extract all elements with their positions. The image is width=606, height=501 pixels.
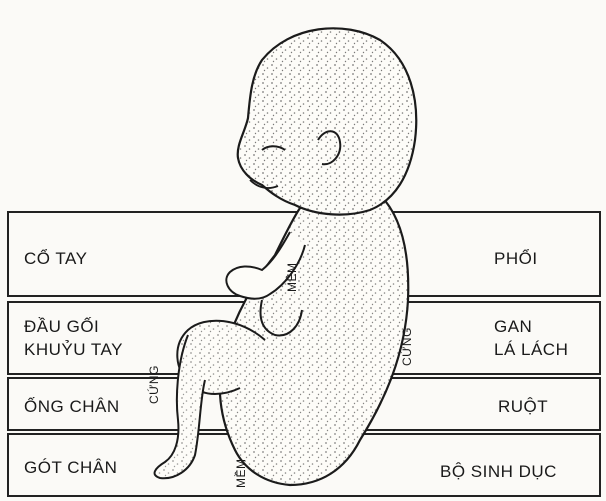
label-got-chan: GÓT CHÂN <box>24 458 117 478</box>
vlabel-mem-lower: MỀM <box>234 459 248 489</box>
label-ong-chan: ỐNG CHÂN <box>24 397 120 417</box>
vlabel-cung-left: CỨNG <box>147 365 161 404</box>
label-khuyu-tay: KHUỶU TAY <box>24 340 123 360</box>
label-dau-goi: ĐẦU GỐI <box>24 317 99 337</box>
label-gan: GAN <box>494 317 532 337</box>
label-la-lach: LÁ LÁCH <box>494 340 568 360</box>
vlabel-mem-upper: MỀM <box>285 263 299 293</box>
label-bo-sinh-duc: BỘ SINH DỤC <box>440 462 557 482</box>
label-co-tay: CỔ TAY <box>24 249 87 269</box>
label-phoi: PHỔI <box>494 249 538 269</box>
label-ruot: RUỘT <box>498 397 548 417</box>
vlabel-cung-right: CỨNG <box>400 327 414 366</box>
